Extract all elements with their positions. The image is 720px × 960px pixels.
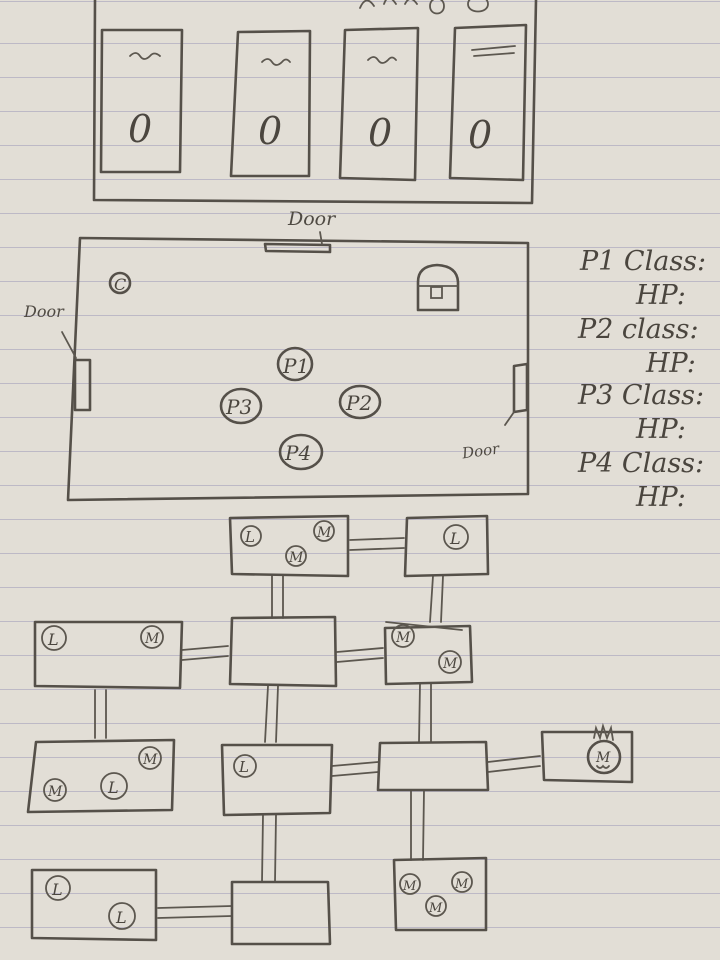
svg-text:M: M [428,901,443,916]
boss-room[interactable]: M [540,722,634,784]
svg-text:L: L [244,528,255,546]
svg-text:M: M [316,525,332,541]
map-room-r1-b[interactable]: L [403,514,490,578]
svg-text:L: L [449,529,461,548]
map-room-r3-a[interactable]: M L M [26,738,176,814]
right-door[interactable] [512,362,529,414]
map-room-r3-b[interactable]: L [220,743,334,817]
svg-text:M: M [144,631,160,647]
p1-class-label: P1 Class: [580,246,707,277]
character-card-2[interactable]: 0 [229,29,312,178]
p3-class-label: P3 Class: [578,380,705,411]
p4-hp-label: HP: [636,482,686,513]
monster-token: M [138,746,162,770]
svg-text:P2: P2 [345,391,372,415]
map-room-r2-b[interactable] [228,615,338,688]
map-room-r2-c[interactable]: M M [383,621,474,686]
monster-token: M [43,778,67,802]
p4-class-label: P4 Class: [578,448,705,479]
character-card-2-selection: 0 [258,109,282,153]
svg-text:P3: P3 [225,395,252,419]
player-token-p3[interactable]: P3 [219,387,263,425]
svg-text:L: L [47,630,59,649]
character-card-3[interactable]: 0 [338,26,420,182]
map-room-r4-b[interactable] [230,880,332,946]
character-card-4-selection: 0 [468,113,492,157]
monster-token: M [140,625,164,649]
monster-token: M [399,873,421,895]
svg-text:L: L [115,908,127,927]
top-door[interactable] [263,242,332,254]
p1-hp-label: HP: [636,280,686,311]
map-room-r2-a[interactable]: L M [33,620,184,690]
loot-token: L [108,902,136,930]
svg-text:P4: P4 [284,441,311,465]
loot-token: L [100,772,128,800]
svg-text:M: M [402,879,417,894]
p2-hp-label: HP: [646,348,696,379]
dungeon-map: L M M L L M M M M L M [26,514,634,946]
svg-text:M: M [442,656,458,672]
svg-text:P1: P1 [282,354,309,378]
player-token-p4[interactable]: P4 [278,433,324,471]
character-card-4[interactable]: 0 [448,23,528,182]
svg-text:L: L [107,778,119,797]
map-room-r3-c[interactable] [376,740,490,792]
loot-token: L [443,524,469,550]
character-card-1[interactable]: 0 [99,28,184,174]
battle-room: C P1 P2 P3 P4 [61,231,530,502]
svg-text:M: M [47,784,63,800]
svg-text:L: L [51,880,63,899]
corner-token: C [108,271,132,295]
player-token-p2[interactable]: P2 [338,384,382,420]
svg-text:M: M [142,752,158,768]
treasure-chest-icon[interactable] [416,263,460,312]
character-card-1-selection: 0 [128,107,152,151]
monster-token: M [451,871,473,893]
svg-text:L: L [238,758,249,776]
monster-token: M [285,545,307,567]
monster-token: M [391,624,415,648]
monster-token: M [313,520,335,542]
left-door-label: Door [24,302,64,321]
svg-text:M: M [395,630,411,646]
p3-hp-label: HP: [636,414,686,445]
monster-token: M [425,895,447,917]
room-connectors [94,537,541,919]
monster-token: M [438,650,462,674]
loot-token: L [240,525,262,547]
top-door-label: Door [288,208,336,230]
loot-token: L [233,754,257,778]
left-door[interactable] [73,358,92,412]
svg-text:M: M [288,550,304,566]
loot-token: L [41,625,67,651]
map-room-r1-a[interactable]: L M M [228,514,350,578]
svg-text:M: M [595,750,611,766]
svg-text:C: C [114,275,126,294]
character-card-3-selection: 0 [368,111,392,155]
loot-token: L [45,875,71,901]
player-token-p1[interactable]: P1 [276,346,314,382]
map-room-r4-c[interactable]: M M M [392,856,488,932]
svg-text:M: M [454,877,469,892]
boss-monster-icon: M [586,722,622,775]
map-room-r4-a[interactable]: L L [30,868,158,942]
character-select-panel: 0 0 0 0 [92,0,538,205]
p2-class-label: P2 class: [578,314,699,345]
